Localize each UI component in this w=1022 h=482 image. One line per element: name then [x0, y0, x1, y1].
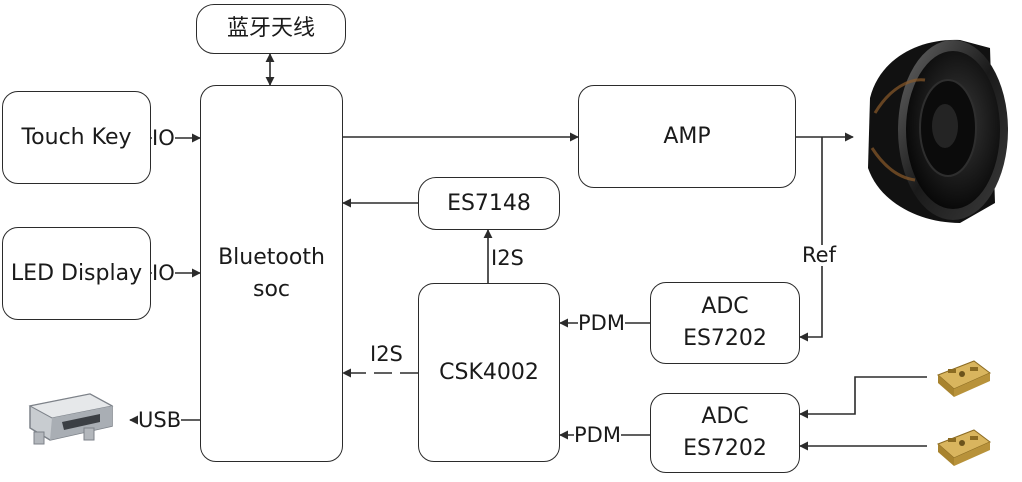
microphone-chip-icon: [937, 360, 991, 397]
bluetooth-antenna-block: 蓝牙天线: [196, 4, 346, 54]
speaker-icon: [868, 39, 1008, 223]
adc-top-label-line2: ES7202: [683, 326, 767, 351]
touch-key-label: Touch Key: [21, 124, 132, 150]
adc-top-label-line1: ADC: [701, 294, 749, 320]
led-display-label: LED Display: [10, 260, 143, 286]
ref-link: [799, 137, 823, 342]
usb-port-icon: [28, 393, 114, 445]
amp-block: AMP: [578, 85, 796, 188]
touch-key-block: Touch Key: [2, 91, 151, 184]
i2s-left-label: I2S: [370, 342, 403, 366]
bluetooth-soc-label-line1: Bluetooth: [218, 244, 325, 270]
adc-es7202-bottom-block: ADC ES7202: [650, 393, 800, 473]
pdm-top-label: PDM: [578, 311, 625, 335]
adc-bottom-label-line1: ADC: [701, 404, 749, 430]
bluetooth-soc-block: Bluetooth soc: [200, 85, 343, 462]
io-touch-label: IO: [152, 126, 175, 150]
io-led-label: IO: [152, 261, 175, 285]
led-display-block: LED Display: [2, 227, 151, 320]
ref-label: Ref: [802, 243, 836, 267]
adc-es7202-top-block: ADC ES7202: [650, 282, 800, 364]
amp-label: AMP: [663, 123, 711, 149]
microphone-chip-icon: [937, 429, 991, 466]
antenna-label: 蓝牙天线: [226, 16, 315, 42]
es7148-block: ES7148: [418, 177, 560, 230]
mic1-to-adc2-link: [799, 376, 927, 419]
es7148-label: ES7148: [447, 190, 531, 216]
csk4002-block: CSK4002: [418, 283, 560, 462]
bluetooth-soc-label-line2: soc: [252, 276, 291, 302]
csk4002-label: CSK4002: [439, 359, 539, 385]
pdm-bottom-label: PDM: [574, 423, 621, 447]
usb-label: USB: [138, 408, 182, 432]
adc-bottom-label-line2: ES7202: [683, 436, 767, 461]
i2s-up-label: I2S: [491, 246, 524, 270]
